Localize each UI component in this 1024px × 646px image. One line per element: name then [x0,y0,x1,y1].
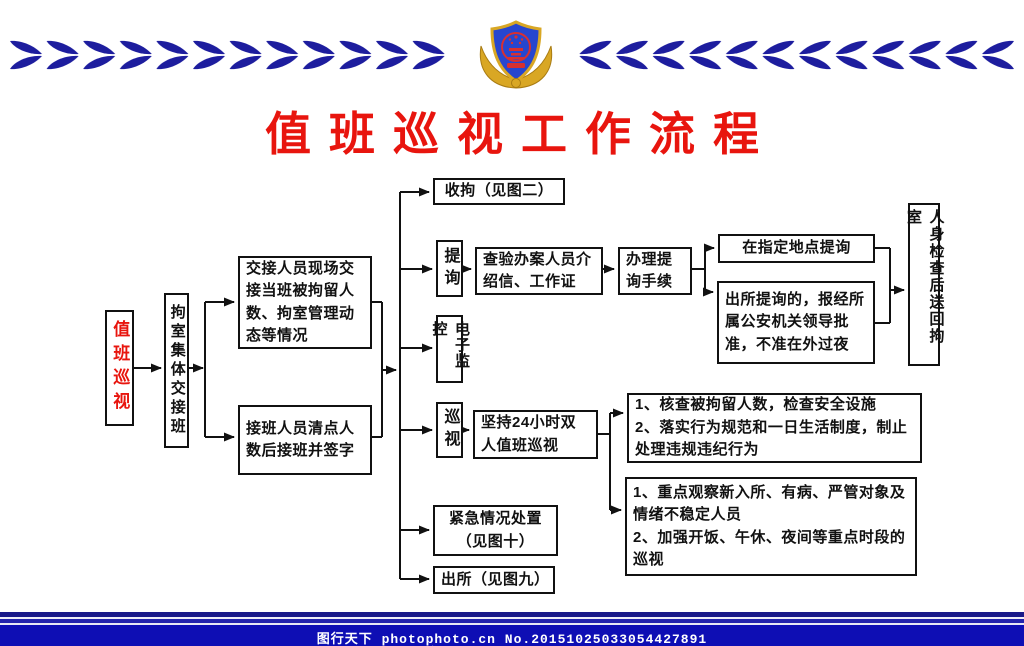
bottom-stripe-2 [0,619,1024,623]
node-emergency-handling-see-fig10: 紧急情况处置 （见图十） [433,505,558,556]
leaf-border-left [8,40,448,70]
node-group-shift-handover: 拘室集体交接班 [164,293,189,448]
node-process-formalities: 办理提询手续 [618,247,692,295]
node-body-check-return: 人身检查后送回拘室 [905,203,945,366]
node-key-observation: 1、重点观察新入所、有病、严管对象及情绪不稳定人员 2、加强开饭、午休、夜间等重… [625,477,917,576]
node-start-duty-inspection: 值班巡视 [105,310,134,426]
node-intake-see-fig2: 收拘（见图二） [433,178,565,205]
node-verify-credentials: 查验办案人员介绍信、工作证 [475,247,603,295]
bottom-stripe-1 [0,612,1024,617]
node-verify-count-safety: 1、核查被拘留人数，检查安全设施 2、落实行为规范和一日生活制度，制止处理违规违… [627,393,922,463]
node-handover-onsite-info: 交接人员现场交接当班被拘留人数、拘室管理动态等情况 [238,256,372,349]
police-badge-icon [479,20,553,89]
node-designated-location: 在指定地点提询 [718,234,875,263]
node-24h-double-duty: 坚持24小时双人值班巡视 [473,410,598,459]
node-takeover-count-sign: 接班人员清点人数后接班并签字 [238,405,372,475]
node-patrol: 巡视 [436,402,463,458]
node-offsite-approval-rule: 出所提询的，报经所属公安机关领导批准，不准在外过夜 [717,281,875,364]
page-title: 值班巡视工作流程 [265,107,777,161]
bottom-gap-1 [0,617,1024,619]
node-electronic-monitoring: 电子监控 [431,315,470,383]
bottom-gap-2 [0,623,1024,625]
leaf-border-right [576,40,1016,70]
node-interrogation-request: 提询 [436,240,463,297]
node-release-see-fig9: 出所（见图九） [433,566,555,594]
watermark-text: 图行天下 photophoto.cn No.201510250330544278… [316,632,708,646]
bottom-bar [0,625,1024,646]
